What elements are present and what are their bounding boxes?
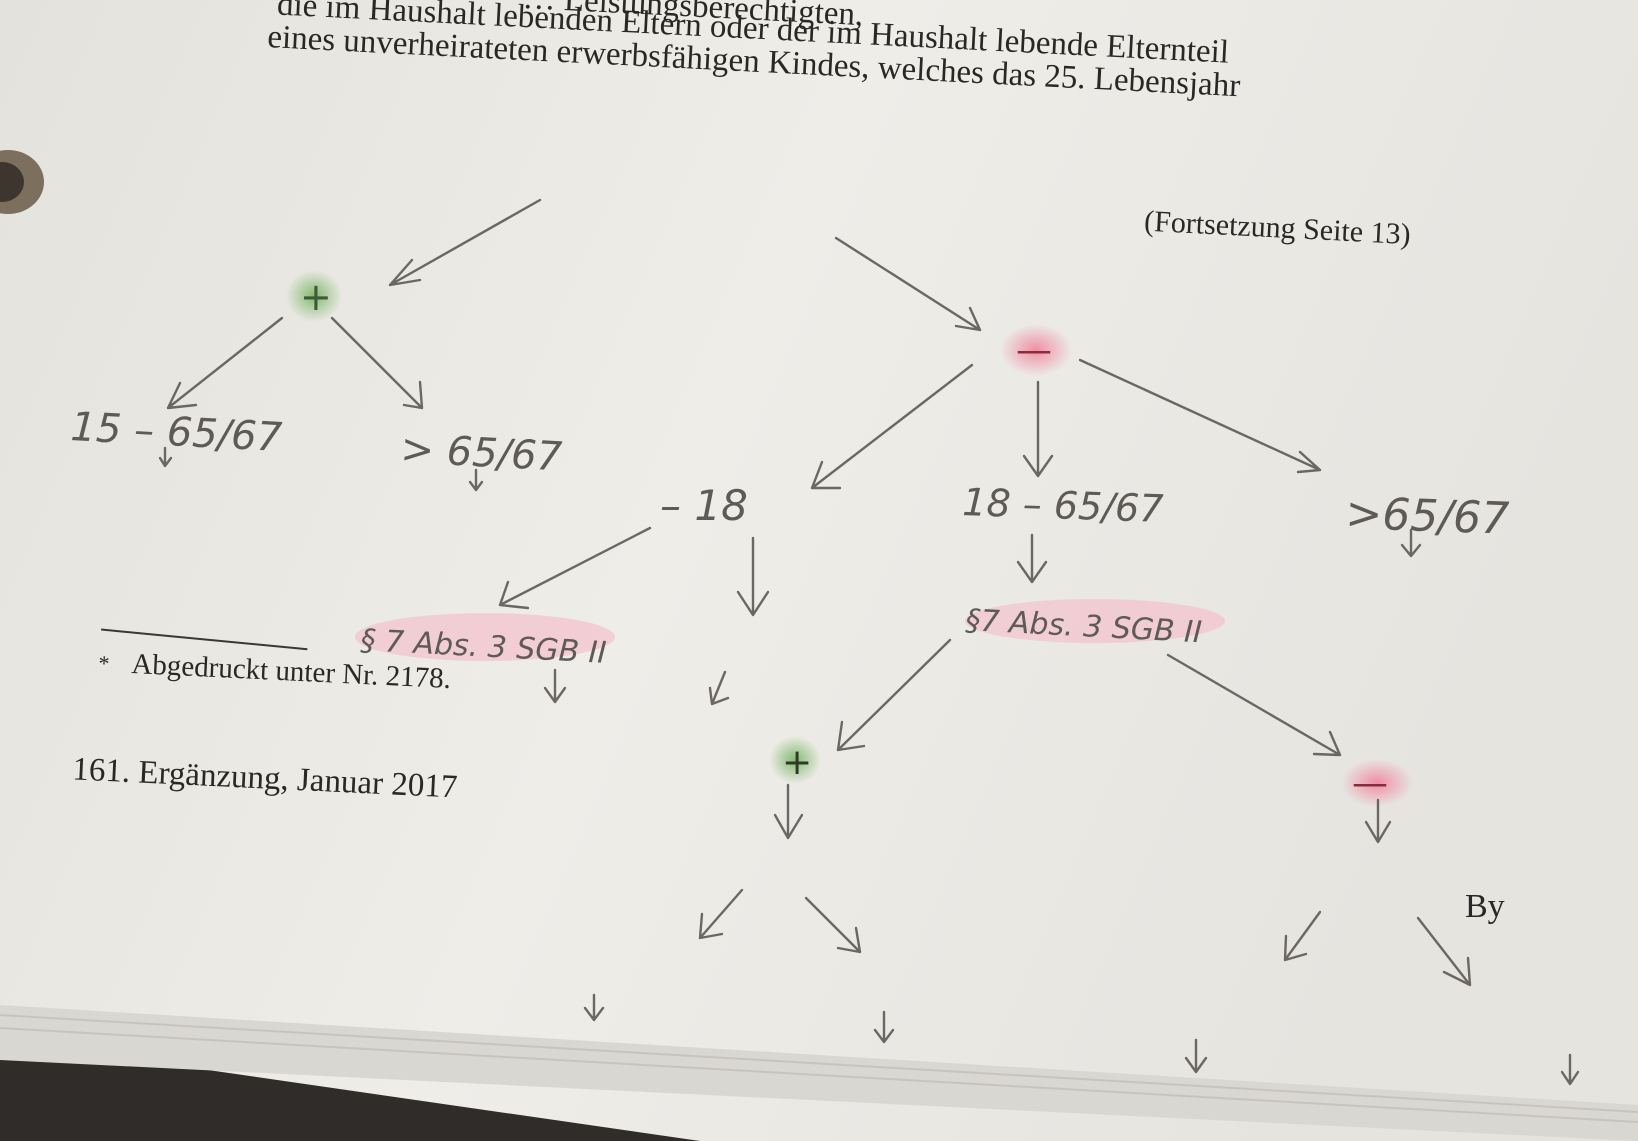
- ref-highlight-right: [965, 599, 1225, 643]
- signature: By: [1465, 888, 1505, 925]
- age-over-65-left-label: > 65/67: [399, 426, 563, 480]
- age-15-65-label: 15 – 65/67: [69, 404, 283, 461]
- binder-ring-inner: [0, 162, 24, 202]
- plus-highlight-bottom: [769, 736, 821, 784]
- minus-sign-top: —: [1016, 330, 1052, 371]
- age-18-65-label: 18 – 65/67: [962, 480, 1164, 531]
- minus-highlight-bottom: [1341, 759, 1413, 807]
- ref-highlight-left: [355, 613, 615, 661]
- page-edge-lines: [0, 1014, 1638, 1123]
- minus-sign-bottom: —: [1352, 763, 1388, 804]
- plus-sign-left: +: [300, 275, 332, 319]
- footnote-marker: *: [98, 650, 110, 675]
- footnote-rule: [101, 628, 308, 651]
- age-over-65-right-label: >65/67: [1345, 488, 1510, 545]
- hand-drawn-arrows: [158, 198, 1580, 1086]
- minus-highlight-top: [1000, 324, 1072, 376]
- plus-highlight-left: [286, 270, 342, 322]
- age-under-18-label: – 18: [660, 481, 748, 530]
- plus-sign-bottom: +: [782, 742, 812, 783]
